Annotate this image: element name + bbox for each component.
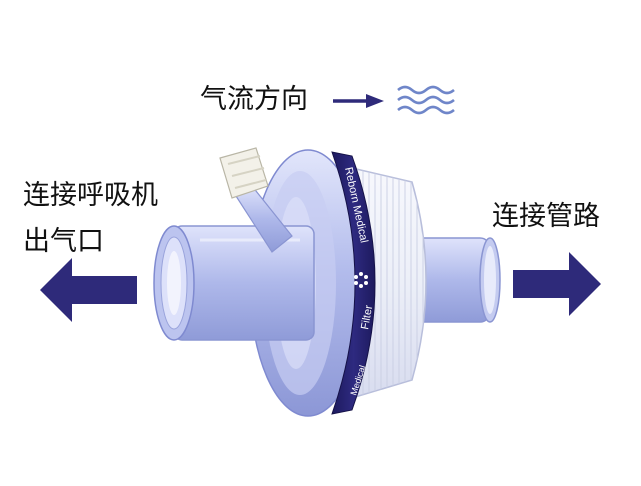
ventilator-port-label: 连接呼吸机 (23, 180, 158, 211)
left-arrow-icon (40, 258, 137, 322)
filter-band (331, 151, 376, 415)
airflow-arrow-icon (333, 94, 384, 108)
ventilator-port-label-line2: 出气口 (23, 226, 104, 257)
airflow-direction-label: 气流方向 (200, 84, 308, 115)
inlet-port (153, 225, 315, 341)
right-arrow-icon (513, 252, 601, 316)
band-product-text: Filter (359, 304, 375, 330)
tubing-port-label: 连接管路 (492, 201, 600, 232)
wave-icon (397, 85, 455, 115)
sampling-port (219, 147, 293, 253)
logo-mark-icon (354, 272, 368, 288)
outlet-port (411, 237, 501, 323)
